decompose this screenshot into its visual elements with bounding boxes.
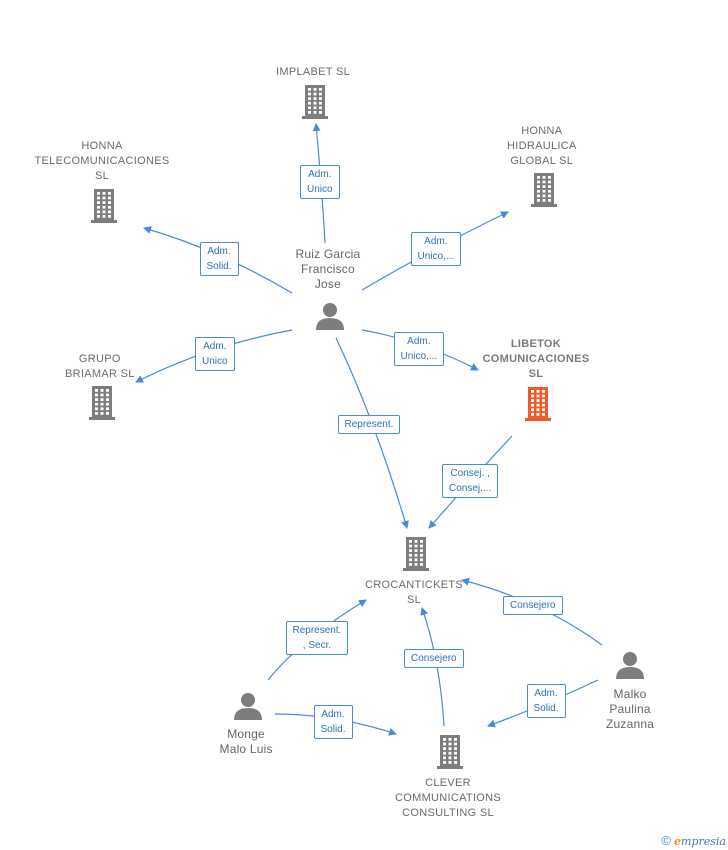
label-line: HONNA xyxy=(521,125,563,137)
edge-tag-e4[interactable]: Adm. Unico xyxy=(195,337,235,371)
label-line: CONSULTING SL xyxy=(402,807,494,819)
label-line: HONNA xyxy=(81,140,123,152)
building-icon xyxy=(302,85,328,119)
label-line: SL xyxy=(406,594,422,606)
person-icon xyxy=(234,693,262,720)
label-line: HIDRAULICA xyxy=(507,140,577,152)
person-icon xyxy=(616,652,644,679)
edge-tag-e6[interactable]: Represent. xyxy=(337,414,401,434)
edge-tag-e2[interactable]: Adm. Solid. xyxy=(199,242,239,276)
edge-tag-line: Adm. xyxy=(207,246,231,257)
company-label-grupo: GRUPO BRIAMAR SL xyxy=(65,352,135,382)
edge-tag-line: Consej.... xyxy=(449,483,492,494)
edge-tag-line: Unico,... xyxy=(417,251,455,262)
label-line: GRUPO xyxy=(78,353,121,365)
edge-tag-e3[interactable]: Adm. Unico,... xyxy=(410,232,462,266)
building-icon xyxy=(437,735,463,769)
edge-tag-line: Consej. , xyxy=(450,468,490,479)
edge-tag-line: Consejero xyxy=(510,599,556,611)
edge-tag-line: Represent. xyxy=(344,418,394,430)
edge-tag-e12[interactable]: Adm. Solid. xyxy=(526,684,566,718)
label-line: CLEVER xyxy=(425,777,471,789)
edge-tag-e9[interactable]: Consejero xyxy=(404,648,464,668)
copyright-icon: © xyxy=(661,833,671,848)
label-line: GLOBAL SL xyxy=(510,155,574,167)
edge-tag-e11[interactable]: Adm. Solid. xyxy=(313,705,353,739)
label-line: Jose xyxy=(314,277,342,291)
label-line: BRIAMAR SL xyxy=(65,368,135,380)
building-icon xyxy=(531,173,557,207)
company-label-croc: CROCANTICKETS SL xyxy=(365,578,463,608)
edge-tag-e7[interactable]: Consej. , Consej.... xyxy=(442,464,499,498)
edge-tag-line: Adm. xyxy=(203,341,227,352)
edge-tag-line: Solid. xyxy=(320,724,346,735)
edge-tag-line: Solid. xyxy=(206,261,232,272)
label-line: Francisco xyxy=(301,262,355,276)
label-line: COMUNICACIONES xyxy=(482,353,590,365)
company-label-libetok: LIBETOK COMUNICACIONES SL xyxy=(483,337,590,382)
empresia-watermark: © empresia xyxy=(661,833,726,848)
company-label-implabet: IMPLABET SL xyxy=(276,65,350,80)
company-label-honna_tel: HONNA TELECOMUNICACIONES SL xyxy=(35,139,170,184)
edge-tag-line: Represent. xyxy=(292,625,342,636)
building-icon xyxy=(403,537,429,571)
edge-tag-line: Adm. xyxy=(424,236,448,247)
label-line: SL xyxy=(94,170,110,182)
label-line: Paulina xyxy=(609,702,651,716)
building-icon xyxy=(89,386,115,420)
building-icon xyxy=(525,387,551,421)
person-icon xyxy=(316,303,344,330)
edge-tag-line: , Secr. xyxy=(302,640,332,651)
edge-tag-line: Unico,... xyxy=(400,351,438,362)
company-label-honna_hid: HONNA HIDRAULICA GLOBAL SL xyxy=(507,124,577,169)
edge-tag-e5[interactable]: Adm. Unico,... xyxy=(393,332,445,366)
label-line: Malo Luis xyxy=(219,742,273,756)
edge-tag-e1[interactable]: Adm. Unico xyxy=(300,165,340,199)
label-line: IMPLABET SL xyxy=(276,66,351,78)
brand-rest: mpresia xyxy=(681,835,726,848)
building-icon xyxy=(91,189,117,223)
label-line: COMMUNICATIONS xyxy=(395,792,502,804)
edge-tag-line: Solid. xyxy=(533,703,559,714)
label-line: TELECOMUNICACIONES xyxy=(34,155,170,167)
edge-tag-line: Unico xyxy=(307,184,333,195)
edge-tag-line: Adm. xyxy=(407,336,431,347)
label-line: Zuzanna xyxy=(606,717,655,731)
company-label-clever: CLEVER COMMUNICATIONS CONSULTING SL xyxy=(395,776,501,821)
edge-tag-e8[interactable]: Represent. , Secr. xyxy=(285,621,349,655)
edge-tag-line: Unico xyxy=(202,356,228,367)
edge-tag-line: Consejero xyxy=(411,652,457,664)
label-line: LIBETOK xyxy=(510,338,562,350)
edge-tag-line: Adm. xyxy=(534,688,558,699)
edge-tag-e10[interactable]: Consejero xyxy=(503,595,563,615)
label-line: SL xyxy=(528,368,544,380)
label-line: Malko xyxy=(613,687,647,701)
label-line: Ruiz Garcia xyxy=(295,247,361,261)
edge-tag-line: Adm. xyxy=(321,709,345,720)
edge-tag-line: Adm. xyxy=(308,169,332,180)
brand-e: e xyxy=(674,835,682,848)
label-line: Monge xyxy=(227,727,265,741)
label-line: CROCANTICKETS xyxy=(365,579,464,591)
